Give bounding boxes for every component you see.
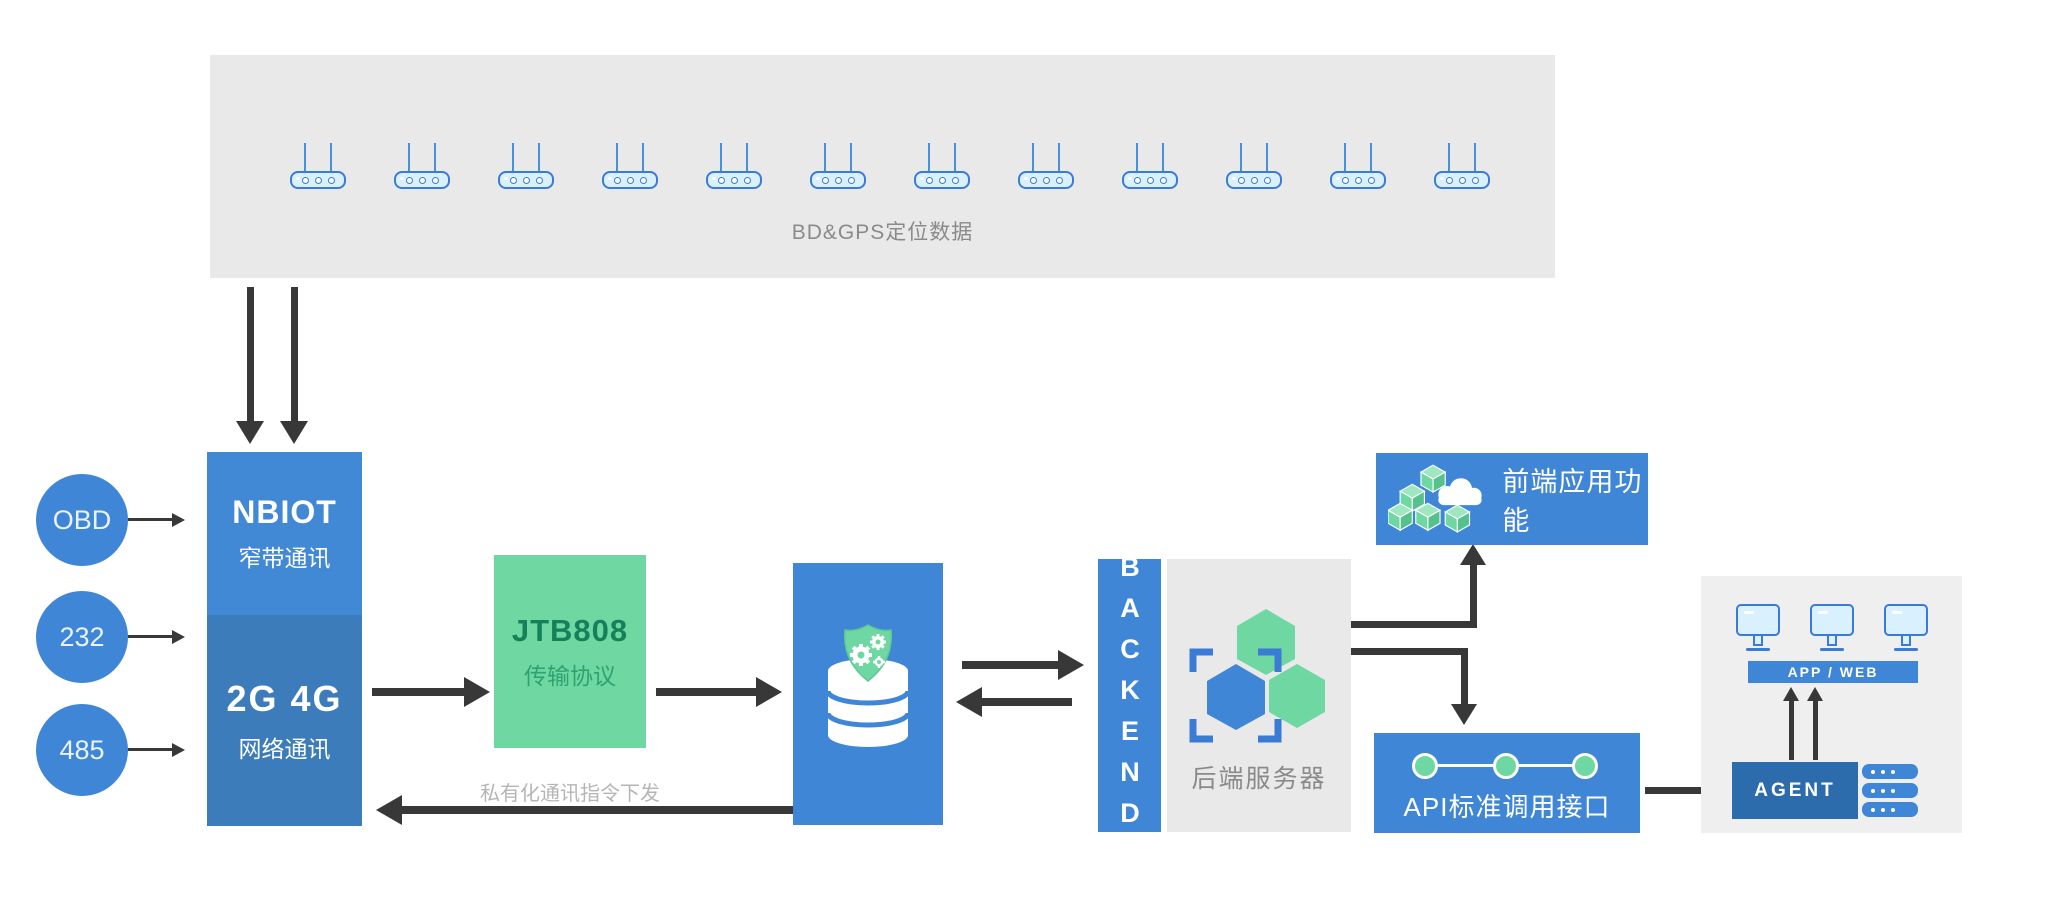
app-web-label: APP / WEB xyxy=(1787,664,1879,680)
gps-data-panel: BD&GPS定位数据 xyxy=(210,55,1555,278)
arrowhead-obd-to-device xyxy=(172,513,185,527)
server-rack-icon xyxy=(1862,764,1918,779)
router-icon xyxy=(1018,143,1074,189)
agent-box: AGENT xyxy=(1732,762,1858,819)
router-row xyxy=(290,143,1490,189)
nbiot-subtitle: 窄带通讯 xyxy=(238,545,331,571)
monitor-icon xyxy=(1884,604,1928,652)
nbiot-title: NBIOT xyxy=(232,494,337,530)
backend-server-panel: 后端服务器 xyxy=(1167,559,1351,832)
frontend-box: 前端应用功能 xyxy=(1376,453,1648,545)
arrowhead-backend-to-frontend xyxy=(1460,544,1486,565)
arrow-obd-to-device xyxy=(128,518,172,521)
database-security-box xyxy=(793,563,943,825)
arrowhead-485-to-device xyxy=(172,743,185,757)
backend-vertical-label: BACKEND xyxy=(1115,552,1145,839)
arrow-backend-to-api-v xyxy=(1461,648,1468,706)
cellular-title: 2G 4G xyxy=(226,677,343,719)
router-icon xyxy=(1434,143,1490,189)
router-icon xyxy=(290,143,346,189)
device-box-nbiot: NBIOT 窄带通讯 xyxy=(207,452,362,615)
protocol-subtitle: 传输协议 xyxy=(524,662,616,689)
arrow-downlink-return xyxy=(402,806,793,814)
arrow-agent-to-appweb-1 xyxy=(1789,700,1794,760)
monitor-icon xyxy=(1736,604,1780,652)
arrowhead-db-to-backend xyxy=(1058,650,1084,680)
monitor-icon xyxy=(1810,604,1854,652)
database-shield-icon xyxy=(825,624,911,747)
arrowhead-backend-to-db xyxy=(956,687,982,717)
arrow-232-to-device xyxy=(128,635,172,638)
router-icon xyxy=(1122,143,1178,189)
arrow-agent-to-appweb-2 xyxy=(1813,700,1818,760)
arrow-device-to-protocol xyxy=(372,688,464,696)
arrow-protocol-to-db xyxy=(656,688,756,696)
protocol-box: JTB808 传输协议 xyxy=(494,555,646,748)
arrowhead-gps-to-device-2 xyxy=(280,421,308,444)
router-icon xyxy=(1226,143,1282,189)
api-node-icon xyxy=(1493,753,1519,779)
router-icon xyxy=(1330,143,1386,189)
router-icon xyxy=(394,143,450,189)
router-icon xyxy=(706,143,762,189)
arrow-backend-to-frontend-h xyxy=(1351,621,1477,628)
port-label: OBD xyxy=(52,504,112,535)
backend-vertical-bar: BACKEND xyxy=(1098,552,1161,839)
arrow-db-to-backend xyxy=(962,661,1058,669)
api-node-icon xyxy=(1572,753,1598,779)
gps-panel-label: BD&GPS定位数据 xyxy=(791,221,974,244)
arrow-backend-to-frontend-v xyxy=(1470,564,1477,628)
router-icon xyxy=(498,143,554,189)
arrow-api-to-agent xyxy=(1645,787,1705,794)
arrowhead-backend-to-api xyxy=(1451,704,1477,725)
port-circle-485: 485 xyxy=(36,704,128,796)
hexagon-cluster-icon xyxy=(1189,609,1325,743)
backend-server-label: 后端服务器 xyxy=(1191,765,1327,793)
port-circle-232: 232 xyxy=(36,591,128,683)
arrow-backend-to-api-h xyxy=(1351,648,1468,655)
router-icon xyxy=(810,143,866,189)
downlink-label: 私有化通讯指令下发 xyxy=(480,783,660,805)
server-rack-icon xyxy=(1862,783,1918,798)
server-rack-icon xyxy=(1862,802,1918,817)
arrowhead-downlink-return xyxy=(376,795,402,825)
api-box: API标准调用接口 xyxy=(1374,733,1640,833)
api-label: API标准调用接口 xyxy=(1403,792,1611,822)
port-label: 485 xyxy=(59,734,105,765)
app-web-bar: APP / WEB xyxy=(1748,661,1918,683)
port-label: 232 xyxy=(59,621,105,652)
arrowhead-agent-to-appweb-2 xyxy=(1807,687,1823,701)
arrow-gps-to-device-1 xyxy=(247,287,254,423)
arrowhead-protocol-to-db xyxy=(756,677,782,707)
arrow-485-to-device xyxy=(128,748,172,751)
api-node-icon xyxy=(1412,753,1438,779)
arrow-gps-to-device-2 xyxy=(291,287,298,423)
protocol-title: JTB808 xyxy=(511,612,629,648)
cellular-subtitle: 网络通讯 xyxy=(238,735,331,762)
router-icon xyxy=(602,143,658,189)
arrow-backend-to-db xyxy=(982,698,1072,706)
device-box-cellular: 2G 4G 网络通讯 xyxy=(207,615,362,826)
frontend-label: 前端应用功能 xyxy=(1502,467,1643,536)
port-circle-obd: OBD xyxy=(36,474,128,566)
arrowhead-232-to-device xyxy=(172,630,185,644)
cubes-cloud-icon xyxy=(1388,464,1482,533)
arrowhead-device-to-protocol xyxy=(464,677,490,707)
arrowhead-agent-to-appweb-1 xyxy=(1783,687,1799,701)
arrowhead-gps-to-device-1 xyxy=(236,421,264,444)
agent-label: AGENT xyxy=(1754,779,1836,801)
router-icon xyxy=(914,143,970,189)
